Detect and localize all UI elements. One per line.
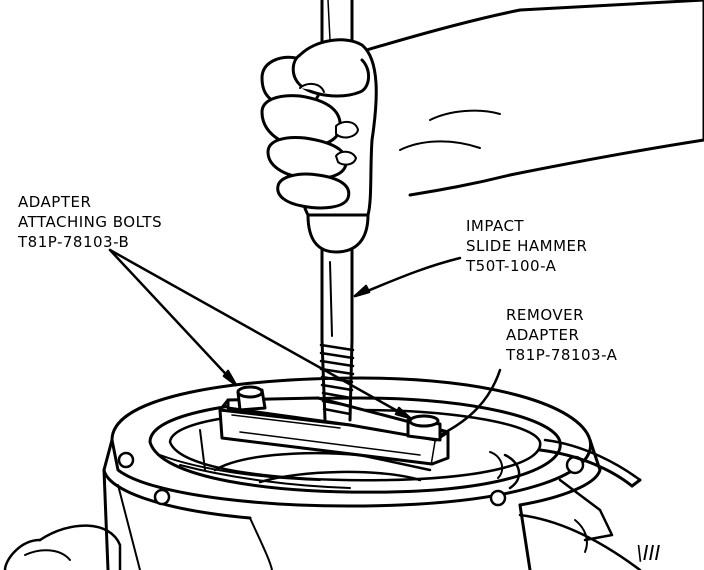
label-line: T81P-78103-B xyxy=(18,233,130,251)
label-line: ATTACHING BOLTS xyxy=(18,213,163,231)
slide-hammer-label: IMPACT SLIDE HAMMER T50T-100-A xyxy=(466,216,587,276)
callout-arrows xyxy=(108,248,502,437)
adapter-bolts-label: ADAPTER ATTACHING BOLTS T81P-78103-B xyxy=(18,192,162,252)
label-line: T50T-100-A xyxy=(466,257,557,275)
hand xyxy=(260,0,704,217)
label-line: REMOVER xyxy=(506,306,585,324)
corner-mark: \III xyxy=(636,541,661,565)
adapter-bolt-right xyxy=(406,414,442,442)
label-line: ADAPTER xyxy=(18,193,92,211)
remover-adapter xyxy=(218,396,450,466)
label-line: IMPACT xyxy=(466,217,525,235)
remover-adapter-label: REMOVER ADAPTER T81P-78103-A xyxy=(506,305,617,365)
label-line: T81P-78103-A xyxy=(506,346,618,364)
label-line: SLIDE HAMMER xyxy=(466,237,588,255)
label-line: ADAPTER xyxy=(506,326,580,344)
adapter-bolt-left xyxy=(236,385,267,412)
slide-hammer xyxy=(306,0,370,422)
